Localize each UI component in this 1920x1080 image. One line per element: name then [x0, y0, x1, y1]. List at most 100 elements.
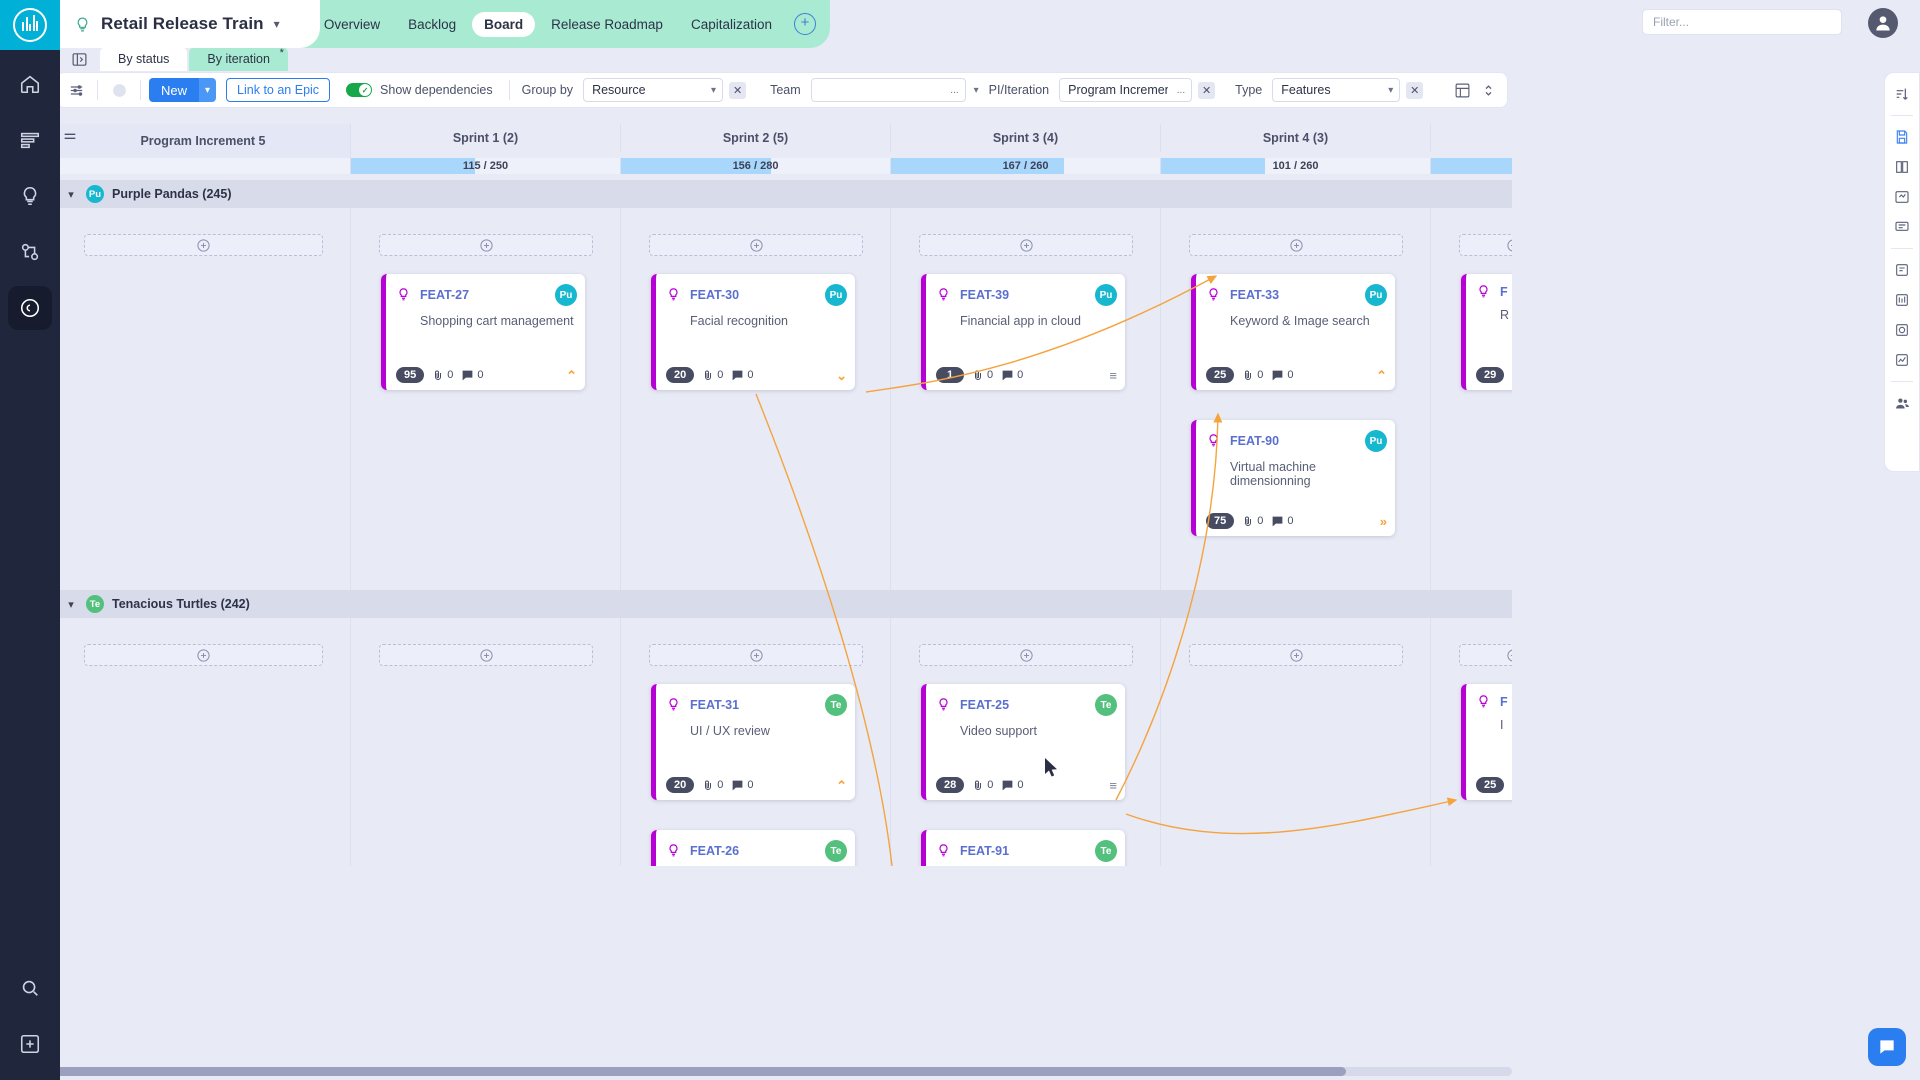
- tab-capitalization[interactable]: Capitalization: [690, 16, 772, 32]
- attachment-count[interactable]: 0: [702, 779, 723, 791]
- tab-release-roadmap[interactable]: Release Roadmap: [551, 16, 663, 32]
- link-to-epic-button[interactable]: Link to an Epic: [226, 78, 331, 102]
- add-card-zone[interactable]: [919, 234, 1133, 256]
- add-card-zone[interactable]: [649, 644, 863, 666]
- attachment-count[interactable]: 0: [702, 369, 723, 381]
- rows-menu-icon[interactable]: [62, 129, 78, 145]
- badge-3-icon[interactable]: [1889, 317, 1915, 343]
- chevron-down-icon[interactable]: ▾: [273, 17, 280, 31]
- add-card-zone[interactable]: [84, 234, 323, 256]
- scrollbar-track[interactable]: [56, 1067, 1512, 1076]
- toggle-switch[interactable]: ✓: [346, 83, 373, 97]
- panel-collapse-icon[interactable]: [68, 48, 90, 70]
- sidebar-item-portfolio[interactable]: [8, 118, 52, 162]
- lane-cell[interactable]: [621, 208, 891, 618]
- add-card-zone[interactable]: [1189, 234, 1403, 256]
- lane-cell[interactable]: [56, 618, 351, 866]
- comment-count[interactable]: 0: [1271, 369, 1294, 382]
- comment-count[interactable]: 0: [1271, 515, 1294, 528]
- comment-count[interactable]: 0: [461, 369, 484, 382]
- add-tab-icon[interactable]: +: [794, 13, 816, 35]
- add-card-zone[interactable]: [1189, 644, 1403, 666]
- sidebar-item-planning[interactable]: [8, 230, 52, 274]
- export-icon[interactable]: [1889, 184, 1915, 210]
- badge-2-icon[interactable]: [1889, 287, 1915, 313]
- horizontal-scrollbar[interactable]: [56, 1067, 1512, 1076]
- attachment-count[interactable]: 0: [1242, 369, 1263, 381]
- type-select[interactable]: Features ▾: [1272, 78, 1401, 102]
- column-header[interactable]: Sprint 2 (5): [621, 124, 891, 152]
- people-icon[interactable]: [1889, 390, 1915, 416]
- brand-logo[interactable]: [0, 0, 60, 50]
- scrollbar-thumb[interactable]: [56, 1067, 1346, 1076]
- avatar[interactable]: [1868, 8, 1898, 38]
- board-settings-icon[interactable]: [1449, 77, 1475, 103]
- attachment-count[interactable]: 0: [972, 369, 993, 381]
- sidebar-item-add[interactable]: [8, 1022, 52, 1066]
- column-header[interactable]: [1431, 124, 1512, 152]
- add-card-zone[interactable]: [379, 234, 593, 256]
- add-card-zone[interactable]: [84, 644, 323, 666]
- comment-count[interactable]: 0: [1001, 369, 1023, 382]
- attachment-count[interactable]: 0: [1242, 515, 1263, 527]
- group-by-clear-icon[interactable]: ✕: [729, 81, 747, 99]
- book-icon[interactable]: [1889, 154, 1915, 180]
- add-card-zone[interactable]: [649, 234, 863, 256]
- comment-count[interactable]: 0: [731, 779, 754, 792]
- lane-cell[interactable]: [351, 618, 621, 866]
- tab-board[interactable]: Board: [472, 11, 536, 37]
- badge-4-icon[interactable]: [1889, 347, 1915, 373]
- comment-count[interactable]: 0: [731, 369, 754, 382]
- column-header[interactable]: Sprint 1 (2): [351, 124, 621, 152]
- add-card-zone[interactable]: [919, 644, 1133, 666]
- add-card-zone[interactable]: [1459, 644, 1512, 666]
- chevron-down-icon[interactable]: ▾: [711, 84, 717, 96]
- lane-cell[interactable]: [1431, 208, 1512, 618]
- lane-cell[interactable]: [351, 208, 621, 618]
- lane-cell[interactable]: [1161, 618, 1431, 866]
- filter-input[interactable]: Filter...: [1642, 9, 1842, 35]
- team-ellipsis[interactable]: ...: [950, 84, 959, 96]
- sliders-icon[interactable]: [63, 77, 89, 103]
- column-header[interactable]: Program Increment 5: [56, 124, 351, 158]
- chevron-down-icon[interactable]: ▾: [973, 84, 979, 96]
- badge-1-icon[interactable]: [1889, 257, 1915, 283]
- new-button[interactable]: New ▾: [149, 78, 217, 102]
- chevron-down-icon[interactable]: ▾: [68, 188, 74, 201]
- tab-by-status[interactable]: By status: [100, 47, 188, 71]
- add-card-zone[interactable]: [1459, 234, 1512, 256]
- add-card-zone[interactable]: [379, 644, 593, 666]
- group-by-select[interactable]: Resource ▾: [583, 78, 724, 102]
- pi-iteration-select[interactable]: Program Increment 5,Sprint ...: [1059, 78, 1193, 102]
- sidebar-item-ideas[interactable]: [8, 174, 52, 218]
- comment-icon[interactable]: [1889, 214, 1915, 240]
- sidebar-item-home[interactable]: [8, 62, 52, 106]
- lane-cell[interactable]: [56, 208, 351, 618]
- circle-icon[interactable]: [106, 77, 132, 103]
- column-header[interactable]: Sprint 3 (4): [891, 124, 1161, 152]
- chevron-down-icon[interactable]: ▾: [1388, 84, 1394, 96]
- tab-by-iteration[interactable]: By iteration *: [189, 47, 288, 71]
- show-dependencies-toggle[interactable]: ✓ Show dependencies: [346, 83, 493, 97]
- tab-overview[interactable]: Overview: [323, 16, 381, 32]
- pi-iteration-clear-icon[interactable]: ✕: [1198, 81, 1216, 99]
- column-header[interactable]: Sprint 4 (3): [1161, 124, 1431, 152]
- pi-iteration-ellipsis[interactable]: ...: [1176, 84, 1186, 96]
- tab-backlog[interactable]: Backlog: [408, 16, 457, 32]
- type-clear-icon[interactable]: ✕: [1406, 81, 1424, 99]
- team-select[interactable]: ...: [810, 78, 966, 102]
- sidebar-item-search[interactable]: [8, 966, 52, 1010]
